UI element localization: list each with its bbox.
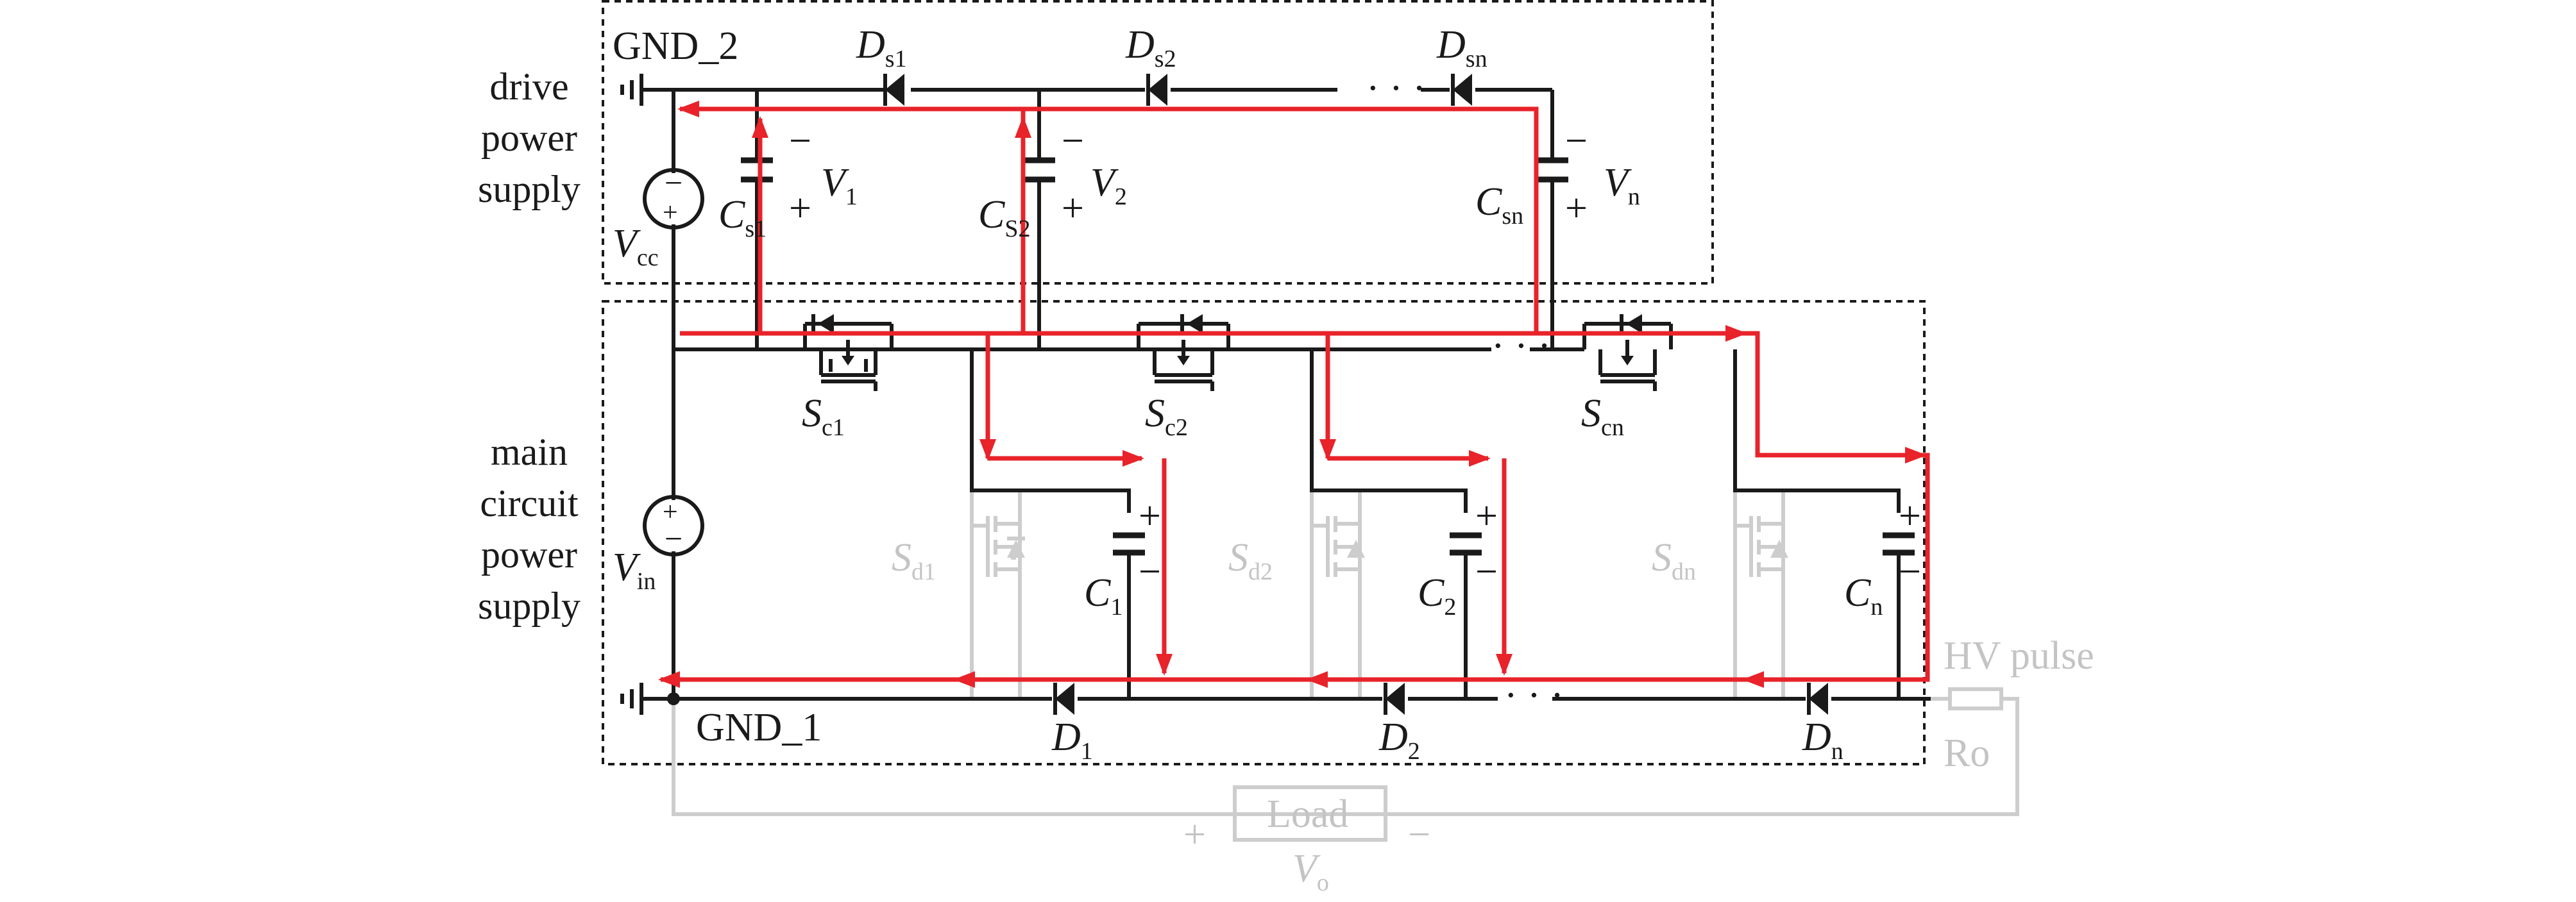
diode-d1 (1053, 683, 1074, 715)
dn-label: Dn (1802, 715, 1843, 765)
cs1-minus: − (789, 119, 811, 163)
d1-label: D1 (1051, 715, 1093, 765)
c1-minus: − (1139, 550, 1161, 594)
hv-pulse-label: HV pulse (1944, 634, 2094, 678)
scn-label: Scn (1581, 392, 1624, 441)
sc2-label: Sc2 (1145, 392, 1188, 441)
cap-c2 (1450, 532, 1482, 556)
drive-ellipsis: · · · (1366, 67, 1426, 110)
c2-minus: − (1475, 550, 1498, 594)
diode-ds1 (883, 74, 904, 106)
d2-label: D2 (1378, 715, 1420, 765)
csn-label: Csn (1475, 180, 1523, 230)
discharge-switch-1 (970, 490, 1025, 699)
main-circuit-box (602, 300, 1926, 765)
cs2-minus: − (1062, 119, 1084, 163)
csn-minus: − (1565, 119, 1588, 163)
cap-cn (1883, 532, 1915, 556)
diode-dn (1807, 683, 1828, 715)
diode-dsn (1451, 74, 1472, 106)
switch-sc2 (1137, 314, 1230, 391)
cn-label: Cn (1844, 571, 1883, 621)
cs2-label: CS2 (978, 193, 1031, 242)
cap-cs2 (1023, 157, 1055, 183)
switch-sc1 (803, 314, 894, 391)
drive-label-1: drive (489, 65, 568, 108)
sd1-label: Sd1 (892, 536, 936, 585)
sd2-label: Sd2 (1228, 536, 1273, 585)
diode-d2 (1384, 683, 1405, 715)
diode-ds2 (1146, 74, 1167, 106)
ro-resistor (1948, 687, 2003, 710)
vcc-label: Vcc (613, 222, 659, 271)
switch-scn (1582, 314, 1673, 391)
vo-minus: − (1408, 813, 1430, 856)
cs1-label: Cs1 (718, 193, 767, 242)
vin-source: + − (643, 495, 704, 556)
ro-label: Ro (1944, 731, 1990, 775)
drive-label-3: supply (478, 168, 580, 210)
cs2-plus: + (1062, 187, 1084, 230)
load-label: Load (1267, 792, 1348, 836)
main-label-1: main (491, 431, 568, 473)
current-paths (658, 101, 1930, 688)
load-box (1233, 785, 1387, 842)
drive-power-box (602, 0, 1714, 285)
v1-label: V1 (821, 161, 858, 210)
vo-label: Vo (1292, 847, 1329, 896)
v2-label: V2 (1090, 161, 1127, 210)
discharge-switch-2 (1310, 490, 1365, 699)
c1-plus: + (1139, 494, 1161, 538)
c2-label: C2 (1418, 571, 1456, 621)
vn-label: Vn (1604, 161, 1640, 210)
csn-plus: + (1565, 187, 1588, 230)
output-load-network (672, 687, 2019, 842)
sdn-label: Sdn (1652, 536, 1696, 585)
cap-csn (1536, 157, 1568, 183)
svg-text:+: + (663, 198, 678, 228)
ds1-label: Ds1 (856, 23, 907, 72)
switch-ellipsis: · · · (1491, 324, 1551, 368)
sc1-label: Sc1 (802, 392, 845, 441)
c1-label: C1 (1084, 571, 1123, 621)
cs1-plus: + (789, 187, 811, 230)
cap-c1 (1113, 532, 1145, 556)
dsn-label: Dsn (1436, 23, 1487, 72)
gnd2-label: GND_2 (613, 24, 738, 68)
drive-label-2: power (481, 117, 577, 159)
main-label-4: supply (478, 585, 580, 627)
ds2-label: Ds2 (1125, 23, 1176, 72)
c2-plus: + (1475, 494, 1498, 538)
discharge-switch-n (1733, 490, 1788, 699)
gnd1-label: GND_1 (696, 706, 822, 749)
main-label-3: power (481, 533, 577, 576)
svg-text:+: + (663, 497, 678, 527)
main-label-2: circuit (480, 482, 579, 524)
vo-plus: + (1183, 813, 1206, 856)
cn-minus: − (1899, 550, 1921, 594)
cn-plus: + (1899, 494, 1921, 538)
svg-text:−: − (665, 165, 682, 201)
svg-text:−: − (665, 521, 682, 556)
vin-label: Vin (613, 546, 656, 595)
vcc-source: − + (643, 165, 704, 230)
cap-cs1 (741, 157, 773, 183)
